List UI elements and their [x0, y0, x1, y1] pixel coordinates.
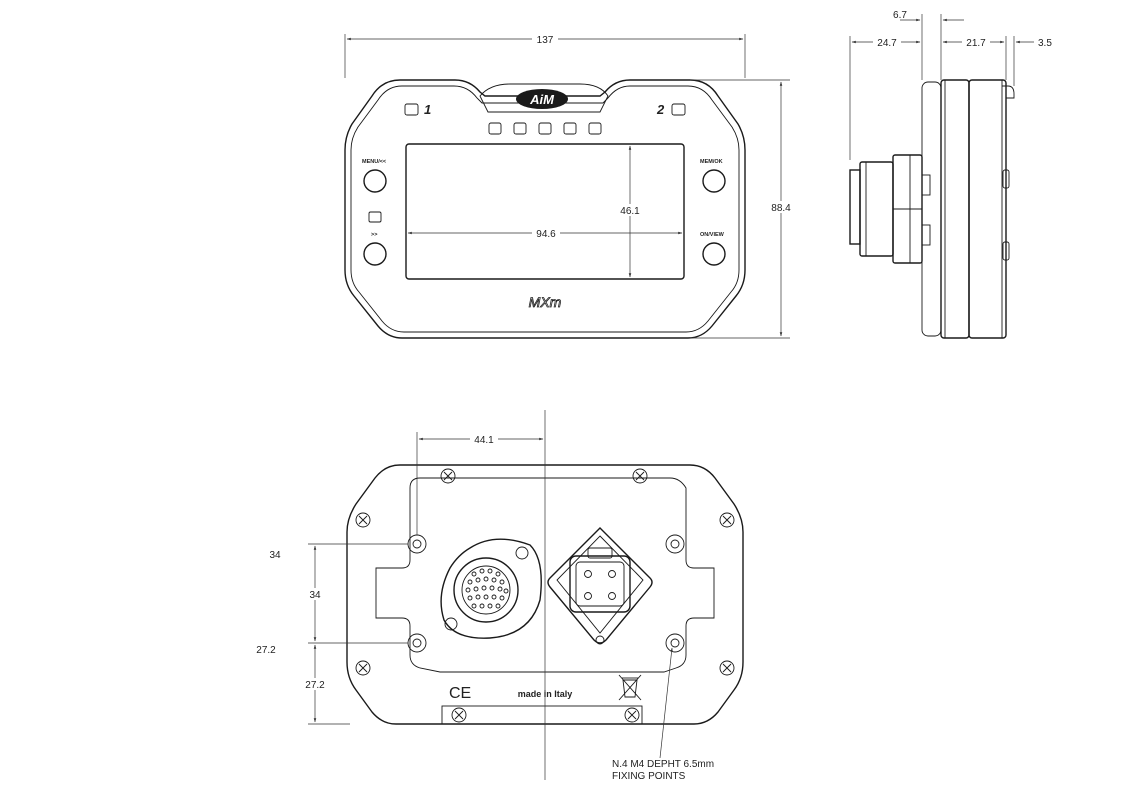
corner-screws — [355, 468, 735, 723]
button-label-next: >> — [371, 232, 377, 238]
weee-bin-icon — [618, 674, 642, 701]
side-rear-body — [968, 79, 1007, 339]
button-top-left — [363, 169, 387, 193]
ce-mark: CE — [449, 685, 471, 702]
dim-bottom-outer-label: 27.2 — [256, 645, 276, 656]
rear-housing-outline — [346, 464, 744, 725]
dim-side-b-label: 24.7 — [877, 38, 897, 49]
led-3 — [538, 122, 552, 135]
led-2 — [513, 122, 527, 135]
logo-badge — [516, 89, 568, 109]
dim-center-offset-label: 44.1 — [474, 435, 494, 446]
aim-logo-text: AiM — [529, 92, 555, 107]
side-view: 6.7 24.7 21.7 3.5 — [849, 10, 1052, 339]
logo-plaque — [479, 83, 609, 113]
led-5 — [588, 122, 602, 135]
side-mount-clip — [1002, 85, 1015, 99]
fixing-note-line2: FIXING POINTS — [612, 771, 686, 782]
rear-view: CE made in Italy 44.1 34 34 27.2 27.2 N.… — [256, 410, 744, 782]
alarm-led-icon — [368, 211, 382, 223]
front-bezel-outline — [350, 85, 740, 333]
button-bottom-left — [363, 242, 387, 266]
indicator-2-label: 2 — [656, 102, 665, 117]
display-screen — [405, 143, 685, 280]
dim-bottom-inner-label: 27.2 — [305, 680, 325, 691]
rear-bottom-strip — [441, 705, 643, 725]
power-connector — [547, 527, 653, 645]
front-housing-outline — [344, 79, 746, 339]
fixing-note-leader — [659, 647, 673, 759]
dim-height-label: 88.4 — [771, 203, 791, 214]
dim-side-d-label: 3.5 — [1038, 38, 1052, 49]
button-label-view: ON/VIEW — [700, 232, 725, 238]
button-bottom-right — [702, 242, 726, 266]
fixing-note-line1: N.4 M4 DEPHT 6.5mm — [612, 759, 714, 770]
dim-hole-spacing-inner-label: 34 — [309, 590, 321, 601]
dim-side-a-label: 6.7 — [893, 10, 907, 21]
indicator-2-icon — [671, 103, 686, 116]
fixing-points — [407, 534, 685, 653]
indicator-1-icon — [404, 103, 419, 116]
dim-width-label: 137 — [537, 35, 554, 46]
dim-hole-spacing-outer-label: 34 — [269, 550, 281, 561]
led-4 — [563, 122, 577, 135]
button-top-right — [702, 169, 726, 193]
rear-inner-plateau — [375, 477, 715, 673]
side-connector — [849, 154, 931, 264]
dim-side-c-label: 21.7 — [966, 38, 986, 49]
button-label-mem: MEM/OK — [700, 159, 723, 165]
led-1 — [488, 122, 502, 135]
button-label-menu: MENU/<< — [362, 159, 386, 165]
dim-display-width-label: 94.6 — [536, 229, 556, 240]
dim-display-height-label: 46.1 — [620, 206, 640, 217]
model-name: MXm — [529, 294, 562, 310]
front-view: AiM 1 2 MENU/<< >> MEM/OK ON/VIEW MXm — [344, 33, 795, 339]
indicator-1-label: 1 — [424, 102, 431, 117]
led-row — [488, 122, 602, 135]
round-connector — [440, 538, 542, 639]
